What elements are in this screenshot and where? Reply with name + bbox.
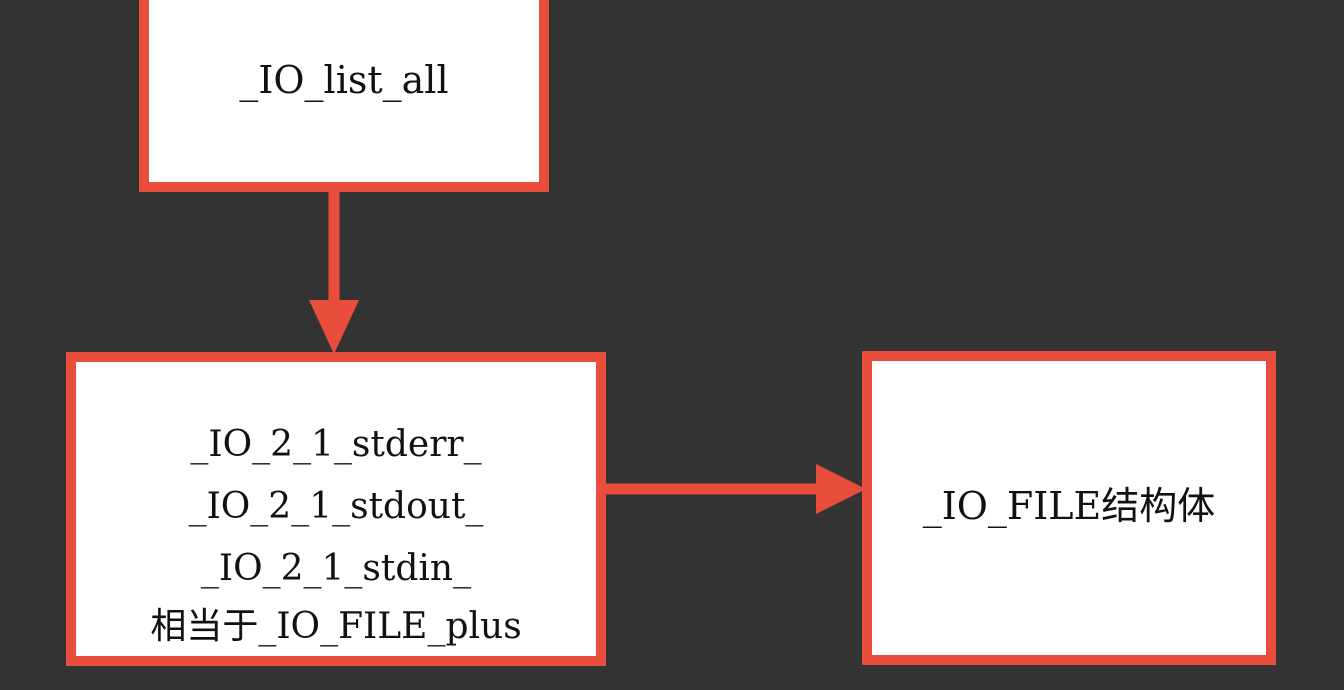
edge-file-streams-to-io-file — [604, 464, 866, 514]
node-io-list-all: _IO_list_all — [139, 0, 549, 192]
edge-list-all-to-file-streams — [309, 182, 359, 354]
node-label: _IO_FILE结构体 — [922, 484, 1216, 528]
node-line-stdout: _IO_2_1_stdout_ — [188, 486, 484, 527]
node-io-file-struct: _IO_FILE结构体 — [862, 351, 1276, 665]
node-file-streams: _IO_2_1_stderr_ _IO_2_1_stdout_ _IO_2_1_… — [66, 352, 606, 666]
node-line-stderr: _IO_2_1_stderr_ — [190, 424, 482, 465]
arrowhead-right — [816, 464, 866, 514]
node-line-stdin: _IO_2_1_stdin_ — [200, 548, 472, 589]
node-label: _IO_list_all — [239, 58, 449, 102]
node-line-note: 相当于_IO_FILE_plus — [150, 606, 522, 647]
arrowhead-down — [309, 300, 359, 354]
